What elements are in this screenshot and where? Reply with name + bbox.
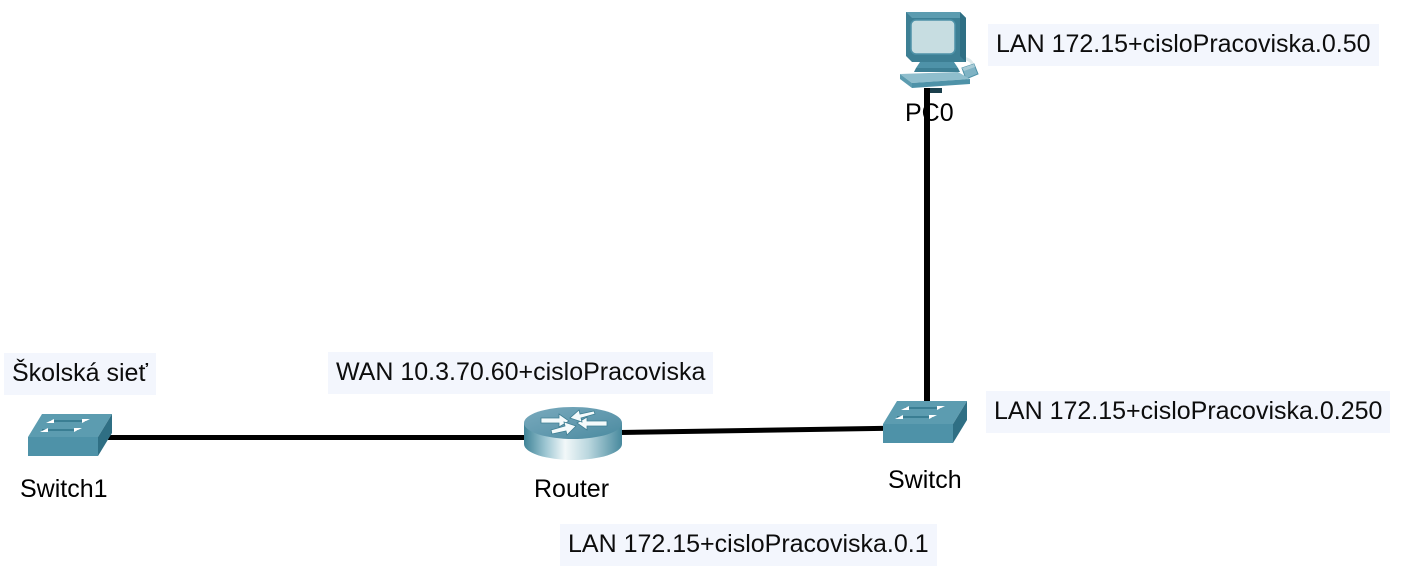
note-switch-lan: LAN 172.15+cisloPracoviska.0.250: [986, 391, 1391, 433]
device-label-switch: Switch: [888, 466, 962, 494]
device-label-pc0: PC0: [905, 99, 954, 127]
switch-icon-switch[interactable]: [875, 398, 975, 450]
device-label-switch1: Switch1: [20, 475, 108, 503]
note-router-lan: LAN 172.15+cisloPracoviska.0.1: [560, 524, 937, 566]
note-school-network: Školská sieť: [4, 353, 156, 395]
router-icon[interactable]: [521, 404, 625, 468]
note-wan: WAN 10.3.70.60+cisloPracoviska: [328, 352, 714, 394]
device-label-router: Router: [534, 475, 610, 503]
cable-switch-pc0[interactable]: [924, 88, 930, 418]
note-pc0-lan: LAN 172.15+cisloPracoviska.0.50: [988, 24, 1379, 66]
cable-switch1-router[interactable]: [108, 435, 530, 440]
switch-icon-switch1[interactable]: [20, 411, 120, 463]
pc-icon[interactable]: [890, 6, 982, 94]
cable-router-switch[interactable]: [619, 425, 901, 435]
